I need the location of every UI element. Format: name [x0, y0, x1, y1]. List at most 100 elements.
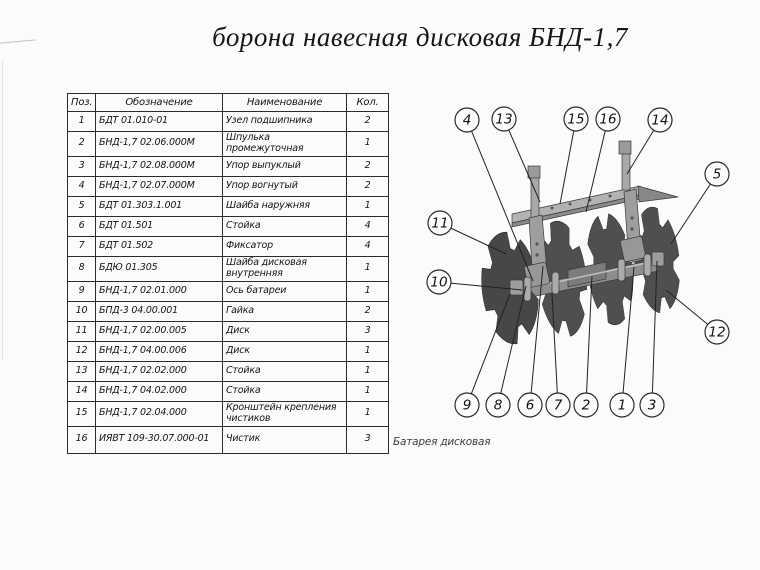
cell-qty: 1 [346, 280, 389, 302]
callout-number-3: 3 [648, 398, 657, 414]
scan-artifact-edge [2, 60, 3, 360]
cell-qty: 2 [346, 175, 389, 197]
callout-balloon-4 [454, 107, 480, 133]
cell-name: Шпулька промежуточная [222, 131, 347, 157]
cell-qty: 4 [346, 215, 389, 237]
leader-line-5 [670, 173, 718, 245]
leader-line-16 [585, 118, 609, 213]
bolt-dots [535, 194, 634, 257]
cell-pos: 12 [67, 340, 96, 362]
cell-designation: БНД-1,7 02.07.000М [95, 175, 223, 197]
callout-balloon-6 [517, 392, 543, 418]
cell-designation: БНД-1,7 02.08.000М [95, 155, 223, 177]
leader-line-6 [529, 265, 544, 406]
cell-designation: ИЯВТ 109-30.07.000-01 [95, 425, 223, 454]
callout-balloon-13 [491, 106, 517, 132]
cell-designation: БПД-3 04.00.001 [95, 300, 223, 322]
cell-pos: 14 [67, 380, 96, 402]
cell-designation: БНД-1,7 02.06.000М [95, 131, 223, 157]
leader-line-2 [585, 275, 593, 406]
cell-pos: 7 [67, 235, 96, 257]
callout-number-10: 10 [430, 275, 447, 291]
cell-qty: 2 [346, 300, 389, 322]
callout-number-8: 8 [494, 398, 503, 414]
leader-line-8 [497, 285, 527, 406]
callout-balloon-2 [573, 392, 599, 418]
cell-pos: 11 [67, 320, 96, 342]
cell-pos: 16 [67, 425, 96, 454]
cell-name: Кронштейн крепления чистиков [222, 400, 347, 427]
cell-designation: БНД-1,7 02.02.000 [95, 360, 223, 382]
callout-balloon-12 [704, 319, 730, 345]
cell-qty: 1 [346, 400, 389, 427]
cell-name: Диск [222, 340, 347, 362]
header-designation: Обозначение [95, 93, 223, 112]
cell-pos: 6 [67, 215, 96, 237]
leader-line-7 [551, 293, 559, 406]
right-post-tip [618, 140, 632, 155]
callout-number-15: 15 [567, 112, 584, 128]
leader-line-10 [438, 281, 523, 291]
cell-pos: 4 [67, 175, 96, 197]
cell-qty: 1 [346, 380, 389, 402]
end-nut-right [651, 251, 665, 267]
callout-balloon-8 [485, 392, 511, 418]
callout-number-7: 7 [554, 398, 563, 414]
callout-number-13: 13 [495, 112, 512, 128]
callout-balloon-10 [426, 269, 452, 295]
cell-pos: 13 [67, 360, 96, 382]
callout-balloon-5 [704, 161, 730, 187]
callout-number-14: 14 [651, 113, 668, 129]
washer [643, 253, 652, 277]
cell-designation: БНД-1,7 02.04.000 [95, 400, 223, 427]
leader-line-4 [466, 119, 534, 282]
cell-qty: 2 [346, 155, 389, 177]
callout-number-2: 2 [582, 398, 591, 414]
cell-pos: 15 [67, 400, 96, 427]
cell-designation: БНД-1,7 02.00.005 [95, 320, 223, 342]
cell-designation: БДЮ 01.305 [95, 255, 223, 282]
cell-name: Узел подшипника [222, 111, 347, 132]
cell-pos: 8 [67, 255, 96, 282]
callout-number-9: 9 [463, 398, 472, 414]
page-title: борона навесная дисковая БНД-1,7 [212, 22, 628, 52]
leader-line-15 [559, 118, 577, 205]
callout-balloon-14 [647, 107, 673, 133]
cell-qty: 1 [346, 131, 389, 157]
callout-number-16: 16 [599, 112, 616, 128]
right-bracket [637, 185, 679, 203]
cell-qty: 1 [346, 360, 389, 382]
cell-name: Чистик [222, 425, 347, 454]
leader-line-9 [466, 293, 511, 406]
cell-pos: 9 [67, 280, 96, 302]
axle-spool [567, 261, 607, 288]
cell-qty: 3 [346, 425, 389, 454]
callout-balloon-3 [639, 392, 665, 418]
header-qty: Кол. [346, 93, 389, 112]
callout-balloon-7 [545, 392, 571, 418]
header-pos: Поз. [67, 93, 96, 112]
callout-number-5: 5 [713, 167, 722, 183]
cell-qty: 1 [346, 340, 389, 362]
cell-designation: БДТ 01.303.1.001 [95, 195, 223, 217]
cell-designation: БДТ 01.010-01 [95, 111, 223, 132]
cell-name: Стойка [222, 360, 347, 382]
cell-qty: 1 [346, 255, 389, 282]
cell-name: Стойка [222, 380, 347, 402]
callout-balloon-15 [563, 106, 589, 132]
